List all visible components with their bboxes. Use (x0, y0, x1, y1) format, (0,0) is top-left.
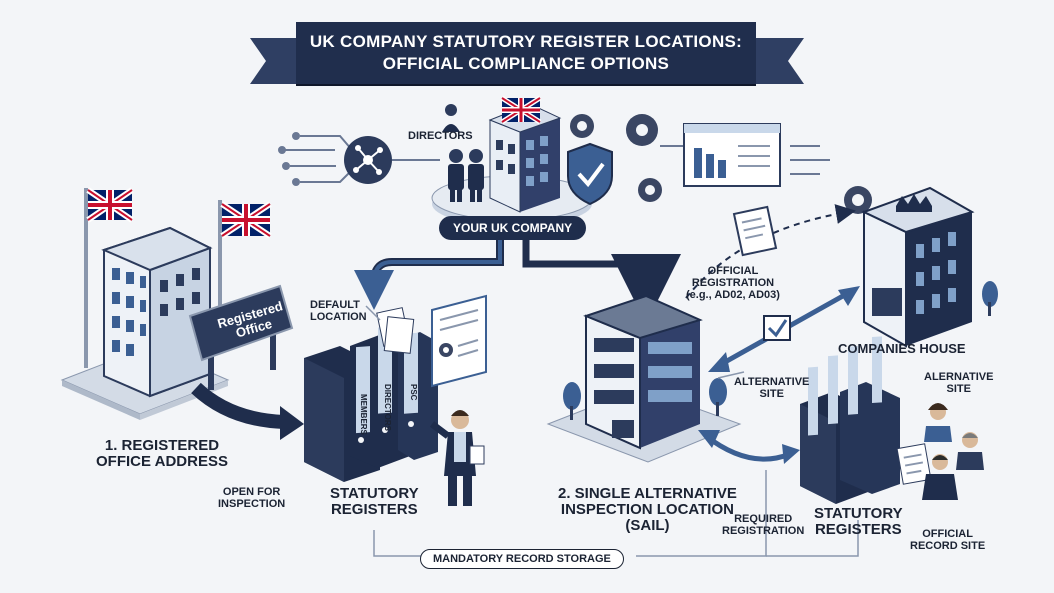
official-registration-label: OFFICIAL REGISTRATION (e.g., AD02, AD03) (686, 265, 780, 302)
uk-flag-icon (500, 95, 542, 125)
required-line-1: REQUIRED (734, 513, 793, 525)
open-line-1: OPEN FOR (222, 486, 281, 498)
registers-left-line-2: REGISTERS (330, 501, 418, 519)
banner-ribbon (250, 38, 804, 84)
flow-arrow-to-registers (191, 382, 304, 440)
tree-icon (563, 378, 727, 420)
page-title: UK COMPANY STATUTORY REGISTER LOCATIONS:… (296, 22, 756, 84)
registers-left-line-1: STATUTORY (330, 485, 419, 502)
flow-arrow-to-default (354, 240, 504, 310)
open-for-inspection-label: OPEN FOR INSPECTION (218, 486, 286, 511)
directors-icon (442, 104, 484, 202)
network-hub-icon (344, 136, 392, 184)
statutory-registers-binders-right (800, 336, 900, 504)
official-document-icon (896, 443, 932, 485)
title-line-2: OFFICIAL COMPLIANCE OPTIONS (382, 54, 670, 73)
document-stack-icon (376, 307, 415, 354)
alternative-site-label: ALTERNATIVE SITE (734, 376, 810, 401)
connector-lines (365, 305, 859, 557)
registered-office-title-2: OFFICE ADDRESS (96, 453, 228, 471)
default-line-2: LOCATION (310, 310, 367, 323)
analytics-dashboard-icon (683, 123, 781, 187)
official-record-line-2: RECORD SITE (910, 539, 986, 552)
flagpole-left (84, 187, 134, 368)
alt-site-line-1: ALTERNATIVE (734, 376, 810, 388)
binder-spine-psc: PSC (409, 384, 418, 401)
default-location-label: DEFAULT LOCATION (310, 299, 367, 324)
sail-title: 2. SINGLE ALTERNATIVE INSPECTION LOCATIO… (558, 485, 737, 535)
security-shield-icon (567, 142, 613, 206)
alt-site-line-2: SITE (759, 387, 784, 400)
alernative-site-label: ALERNATIVE SITE (924, 371, 994, 396)
required-line-2: REGISTRATION (722, 524, 805, 537)
alernative-site-line-2: SITE (946, 382, 971, 395)
document-icon (732, 205, 778, 257)
official-record-site-label: OFFICIAL RECORD SITE (910, 528, 986, 553)
inspector-person-icon (429, 410, 485, 506)
official-record-line-1: OFFICIAL (922, 528, 973, 540)
binder-spine-directors: DIRECTORS (383, 384, 392, 431)
registers-right-line-2: REGISTERS (814, 521, 902, 539)
sail-building (583, 294, 703, 450)
flagpole-right (218, 200, 272, 330)
companies-house-label: COMPANIES HOUSE (838, 341, 966, 356)
crown-icon (896, 194, 932, 212)
flow-arrow-to-sail (522, 240, 681, 324)
registers-right-line-1: STATUTORY (814, 505, 903, 522)
official-reg-line-3: (e.g., AD02, AD03) (686, 288, 780, 301)
tree-icon (982, 281, 998, 316)
title-line-1: UK COMPANY STATUTORY REGISTER LOCATIONS: (309, 31, 743, 51)
directors-label: DIRECTORS (408, 130, 473, 142)
required-registration-label: REQUIRED REGISTRATION (722, 513, 805, 538)
sail-title-3: (SAIL) (625, 517, 670, 535)
official-reg-line-1: OFFICIAL (707, 265, 759, 277)
statutory-registers-left-label: STATUTORY REGISTERS (330, 485, 419, 519)
official-reg-line-2: REGISTRATION (691, 276, 775, 289)
registered-office-title-1: 1. REGISTERED (104, 437, 220, 454)
register-document-icon (431, 294, 487, 388)
default-line-1: DEFAULT (310, 299, 360, 311)
companies-house-building (861, 186, 975, 348)
registered-office-building (101, 226, 213, 398)
sail-title-2: INSPECTION LOCATION (560, 501, 734, 519)
registered-office-title: 1. REGISTERED OFFICE ADDRESS (96, 437, 228, 471)
registered-office-sign (188, 284, 294, 390)
sail-title-1: 2. SINGLE ALTERNATIVE (558, 485, 737, 502)
staff-person-icons (922, 403, 984, 500)
network-lines (278, 132, 440, 186)
double-arrow-sail-registers (698, 430, 800, 464)
company-building (488, 103, 562, 213)
mandatory-record-storage-label: MANDATORY RECORD STORAGE (420, 549, 624, 569)
checkmark-icon (763, 315, 791, 341)
open-line-2: INSPECTION (218, 497, 286, 510)
statutory-registers-right-label: STATUTORY REGISTERS (814, 505, 903, 539)
statutory-registers-binders-left (304, 326, 438, 482)
your-uk-company-label: YOUR UK COMPANY (439, 216, 587, 240)
binder-spine-members: MEMBERS (359, 394, 368, 435)
alernative-site-line-1: ALERNATIVE (924, 371, 994, 383)
